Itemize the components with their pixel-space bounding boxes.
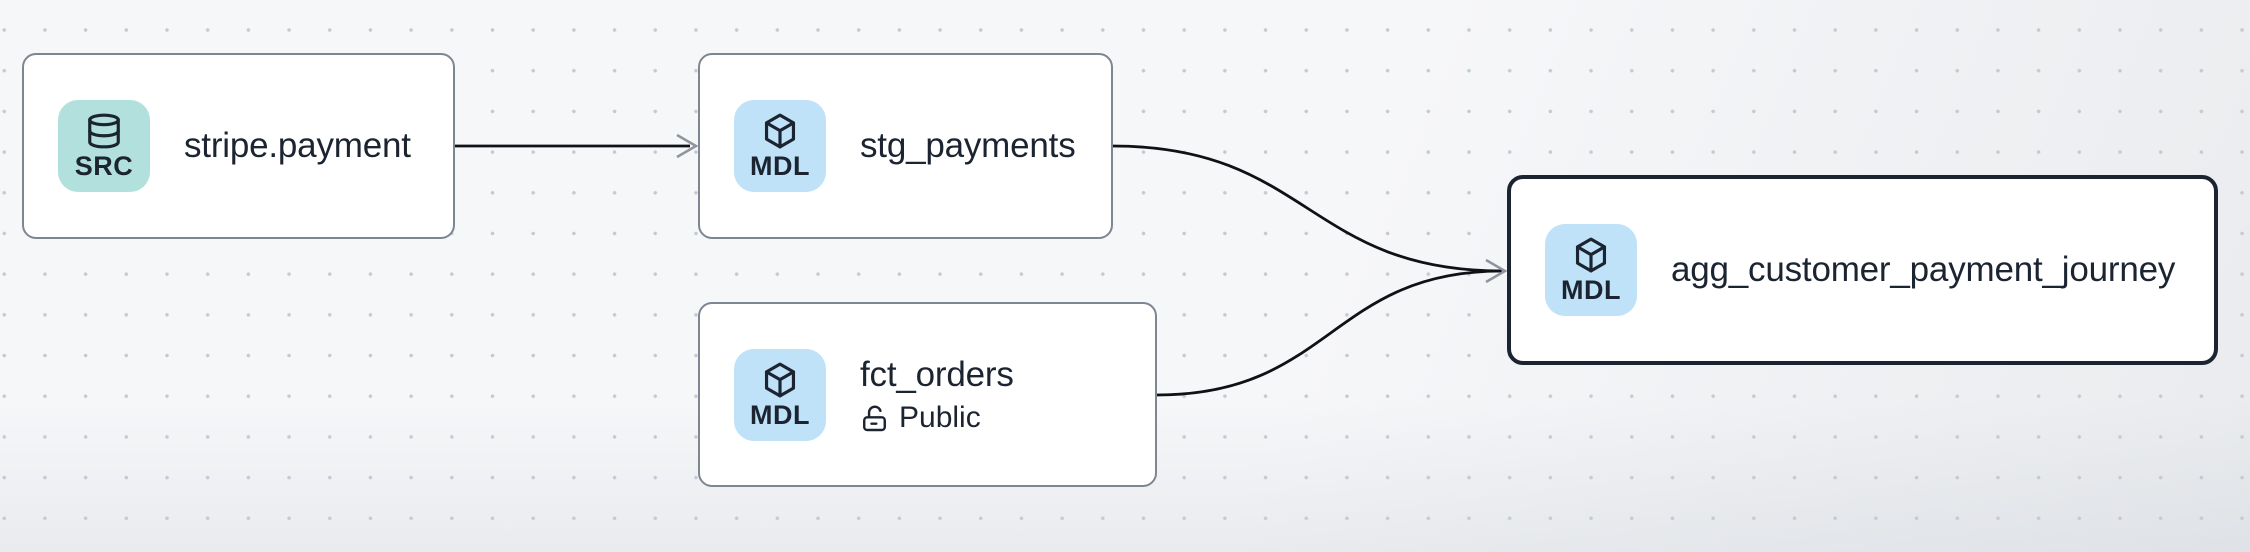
edge-stg-payments-to-agg-customer-payment-journey[interactable]: [1112, 144, 1503, 273]
cube-icon: [1575, 237, 1607, 273]
node-title: agg_customer_payment_journey: [1671, 250, 2176, 289]
access-row: Public: [860, 401, 1014, 435]
node-fct-orders[interactable]: MDL fct_orders Public: [698, 302, 1157, 487]
database-icon: [88, 113, 120, 149]
mdl-badge: MDL: [734, 348, 826, 441]
mdl-badge: MDL: [734, 100, 826, 192]
access-label: Public: [899, 401, 981, 434]
node-title: stripe.payment: [184, 126, 411, 165]
cube-icon: [764, 362, 796, 397]
cube-icon: [764, 113, 796, 149]
node-title: stg_payments: [860, 126, 1076, 165]
unlock-icon: [863, 405, 886, 431]
badge-label: SRC: [74, 151, 134, 181]
mdl-badge: MDL: [1545, 224, 1637, 316]
node-stripe-payment[interactable]: SRC stripe.payment: [22, 53, 455, 239]
badge-label: MDL: [750, 399, 810, 430]
node-title: fct_orders: [860, 355, 1014, 394]
edge-fct-orders-to-agg-customer-payment-journey[interactable]: [1156, 269, 1503, 397]
node-stg-payments[interactable]: MDL stg_payments: [698, 53, 1113, 239]
badge-label: MDL: [1561, 275, 1621, 305]
badge-label: MDL: [750, 151, 810, 181]
node-agg-customer-payment-journey[interactable]: MDL agg_customer_payment_journey: [1507, 175, 2218, 365]
src-badge: SRC: [58, 100, 150, 192]
